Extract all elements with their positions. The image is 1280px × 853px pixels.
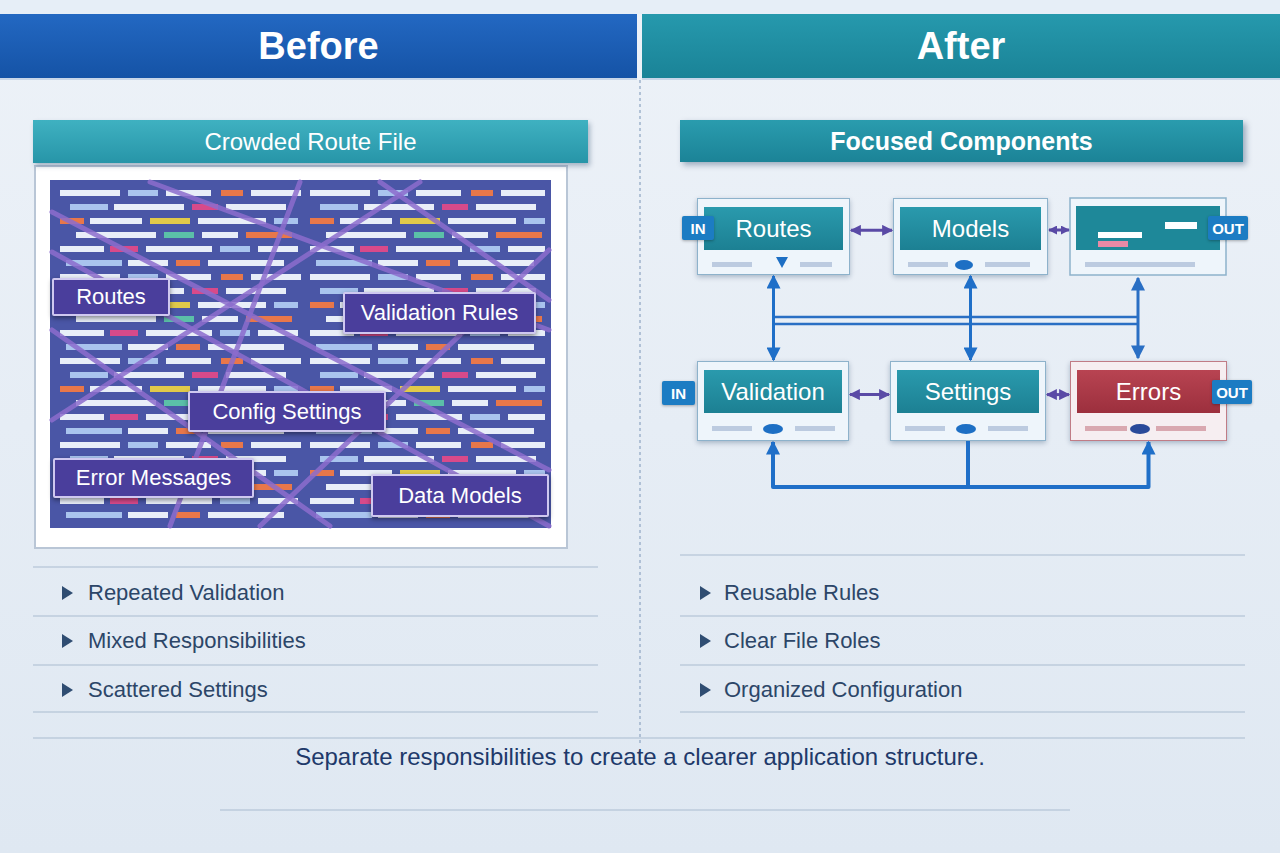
- bullet-text: Clear File Roles: [724, 628, 881, 654]
- code-area: [50, 180, 551, 528]
- output-bar: [1165, 222, 1197, 229]
- row-divider: [33, 711, 598, 712]
- component-box: Routes: [697, 198, 850, 275]
- component-box: Models: [893, 198, 1048, 275]
- feedback-arrow: [968, 441, 1149, 487]
- label-text: Error Messages: [76, 465, 231, 491]
- link-arrow: [1047, 393, 1069, 396]
- divider-line: [639, 80, 641, 745]
- component-title: Models: [900, 207, 1041, 250]
- component-box: Settings: [890, 361, 1046, 441]
- bullet-text: Organized Configuration: [724, 677, 962, 703]
- tangle-line: [52, 252, 549, 526]
- feedback-arrow: [773, 441, 968, 487]
- bullet-triangle: [700, 683, 711, 697]
- bullet-triangle: [62, 634, 73, 648]
- io-tag: OUT: [1212, 380, 1252, 404]
- caption-text: Separate responsibilities to create a cl…: [0, 740, 1280, 774]
- top-strip: [0, 0, 1280, 14]
- tangle-line: [52, 212, 549, 470]
- output-bar: [1098, 232, 1142, 238]
- file-panel: Crowded Route FileRoutesValidation Rules…: [33, 120, 588, 550]
- bullet-triangle: [700, 634, 711, 648]
- io-tag: IN: [662, 381, 695, 405]
- link-arrow: [772, 276, 775, 360]
- tag-text: IN: [691, 220, 706, 237]
- row-divider: [33, 664, 598, 665]
- component-title: Routes: [704, 207, 843, 250]
- header-band: After: [642, 14, 1280, 80]
- tangle-line: [380, 182, 549, 300]
- section-bar: Focused Components: [680, 120, 1243, 162]
- row-divider: [680, 554, 1245, 555]
- component-box: Validation: [697, 361, 849, 441]
- tag-text: OUT: [1216, 384, 1248, 401]
- io-tag: IN: [682, 216, 714, 240]
- bullet-text: Mixed Responsibilities: [88, 628, 306, 654]
- illustration-frame: [35, 166, 567, 548]
- output-bar: [1085, 262, 1195, 267]
- row-divider: [680, 711, 1245, 712]
- link-arrow: [850, 393, 889, 396]
- tangled-label: Data Models: [371, 474, 549, 517]
- label-text: Config Settings: [212, 399, 361, 425]
- caption-rule: [220, 809, 1070, 810]
- bus-line: [773, 323, 1138, 326]
- bullet-triangle: [62, 683, 73, 697]
- tag-text: IN: [671, 385, 686, 402]
- tangled-label: Error Messages: [53, 458, 254, 498]
- bullet-triangle: [62, 586, 73, 600]
- label-text: Routes: [76, 284, 146, 310]
- caption-rule: [33, 737, 1245, 738]
- output-arrow: [1137, 278, 1140, 358]
- component-title: Errors: [1077, 370, 1220, 413]
- tangle-line: [260, 250, 549, 526]
- row-divider: [33, 615, 598, 616]
- row-divider: [33, 566, 598, 567]
- io-tag: OUT: [1208, 216, 1248, 240]
- bullet-text: Reusable Rules: [724, 580, 879, 606]
- bullet-text: Scattered Settings: [88, 677, 268, 703]
- header-text: Before: [258, 25, 378, 68]
- tag-text: OUT: [1212, 220, 1244, 237]
- bullet-text: Repeated Validation: [88, 580, 285, 606]
- output-card: [1070, 198, 1226, 275]
- bullet-triangle: [700, 586, 711, 600]
- error-box: Errors: [1070, 361, 1227, 441]
- component-title: Settings: [897, 370, 1039, 413]
- panel-title: Crowded Route File: [33, 120, 588, 163]
- row-divider: [680, 615, 1245, 616]
- output-card-header: [1076, 206, 1220, 250]
- section-title: Focused Components: [830, 127, 1093, 156]
- label-text: Validation Rules: [361, 300, 518, 326]
- header-text: After: [917, 25, 1006, 68]
- label-text: Data Models: [398, 483, 522, 509]
- tangled-label: Config Settings: [188, 391, 386, 432]
- code-texture: [56, 186, 545, 522]
- output-bar: [1098, 241, 1128, 247]
- header-band: Before: [0, 14, 637, 80]
- output-arrow: [1049, 229, 1069, 232]
- component-title: Validation: [704, 370, 842, 413]
- bus-line: [773, 316, 1138, 319]
- row-divider: [680, 664, 1245, 665]
- tangled-label: Validation Rules: [343, 292, 536, 334]
- link-arrow: [969, 276, 972, 360]
- tangled-label: Routes: [52, 278, 170, 316]
- link-arrow: [851, 229, 892, 232]
